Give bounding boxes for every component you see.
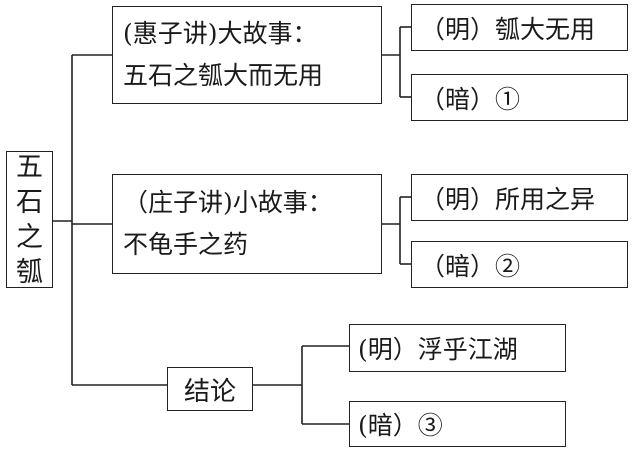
- branch-title: (惠子讲)大故事：: [123, 19, 318, 48]
- leaf-text: （明）所用之异: [420, 184, 596, 214]
- root-char: 瓠: [16, 256, 43, 288]
- leaf-node: (明）浮乎江湖: [349, 324, 566, 372]
- leaf-text: (暗）③: [358, 411, 443, 440]
- branch-subtitle: 五石之瓠大而无用: [123, 61, 324, 90]
- leaf-text: (明）浮乎江湖: [358, 335, 518, 364]
- branch-title: 结论: [183, 376, 236, 407]
- root-char: 五: [16, 151, 43, 183]
- branch-subtitle: 不龟手之药: [123, 230, 249, 259]
- root-char: 之: [16, 221, 43, 253]
- leaf-text: （明）瓠大无用: [420, 14, 596, 44]
- branch-node-conclusion: 结论: [167, 367, 253, 411]
- leaf-node: （明）瓠大无用: [411, 4, 628, 51]
- leaf-text: （暗）②: [420, 251, 521, 281]
- leaf-node: （暗）②: [411, 241, 628, 288]
- root-node: 五 石 之 瓠: [6, 151, 53, 288]
- leaf-text: （暗）①: [420, 84, 521, 114]
- leaf-node: (暗）③: [349, 401, 566, 447]
- branch-node-hui-zi: (惠子讲)大故事： 五石之瓠大而无用: [112, 6, 382, 104]
- branch-node-zhuang-zi: （庄子讲)小故事： 不龟手之药: [112, 174, 382, 274]
- leaf-node: （暗）①: [411, 74, 628, 121]
- leaf-node: （明）所用之异: [411, 174, 628, 221]
- branch-title: （庄子讲)小故事：: [123, 188, 333, 217]
- root-char: 石: [16, 186, 43, 218]
